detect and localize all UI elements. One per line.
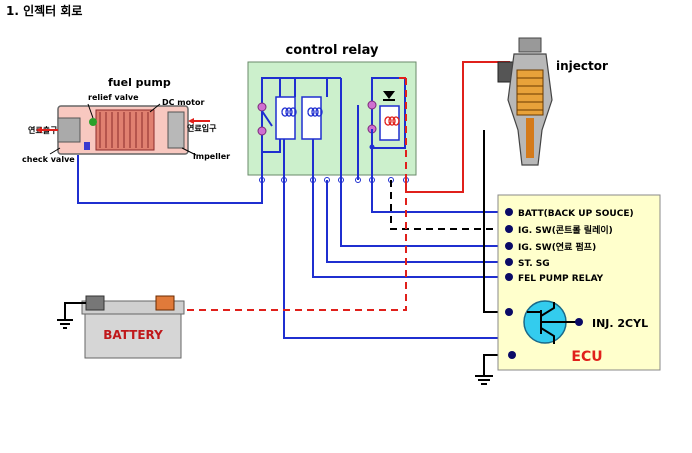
coil-1-winding xyxy=(281,107,297,117)
coil-3-winding xyxy=(384,116,400,126)
coil-2-winding xyxy=(307,107,323,117)
check-valve-icon xyxy=(84,142,90,150)
battery-negative-terminal xyxy=(85,295,105,311)
ground-icon xyxy=(57,319,73,329)
control-relay: control relay xyxy=(247,43,417,183)
check-valve-label: check valve xyxy=(22,155,75,164)
dc-motor-label: DC motor xyxy=(162,98,204,107)
wire-ig-sw-fuel xyxy=(340,180,508,247)
relay-coil-1 xyxy=(275,96,296,140)
fuel-pump: fuel pump relief valve DC motor 연료출구 연료입… xyxy=(22,76,230,164)
relay-coil-2 xyxy=(301,96,322,140)
relief-valve-icon xyxy=(89,118,97,126)
battery-body xyxy=(84,313,182,359)
terminal-dot xyxy=(505,208,513,216)
wire-batt xyxy=(371,180,508,213)
relay-switch-blade xyxy=(261,110,273,127)
wire-battery-positive xyxy=(172,77,407,311)
injector: injector xyxy=(497,37,608,166)
fuel-inlet-label: 연료입구 xyxy=(187,123,217,133)
relief-valve-label: relief valve xyxy=(88,93,139,102)
terminal-dot xyxy=(505,273,513,281)
wire-relay-battery xyxy=(283,180,504,355)
terminal-dot xyxy=(505,308,513,316)
injector-title: injector xyxy=(556,59,608,73)
page-title: 1. 인젝터 회로 xyxy=(6,3,82,18)
ecu-output-label: INJ. 2CYL xyxy=(592,317,648,330)
control-relay-title: control relay xyxy=(286,43,379,58)
outlet-arrow-head xyxy=(36,127,42,133)
ecu-terminal-label: IG. SW(콘트롤 릴레이) xyxy=(518,224,613,236)
ecu: ECU BATT(BACK UP SOUCE) IG. SW(콘트롤 릴레이) … xyxy=(497,194,661,371)
ecu-terminal-label: FEL PUMP RELAY xyxy=(518,274,604,284)
injector-top xyxy=(518,37,542,53)
terminal-dot xyxy=(505,258,513,266)
terminal-dot xyxy=(505,225,513,233)
battery: BATTERY xyxy=(57,295,185,359)
impeller-icon xyxy=(167,111,185,149)
wire-relay-injector xyxy=(405,61,510,193)
terminal-dot xyxy=(505,242,513,250)
relay-contact xyxy=(257,102,267,112)
terminal-dot xyxy=(508,351,516,359)
pump-outlet-block xyxy=(57,117,81,143)
ecu-terminal-label: ST. SG xyxy=(518,259,550,269)
ecu-title: ECU xyxy=(571,349,602,365)
wire-relay-fuel-pump xyxy=(77,152,263,204)
diode-icon xyxy=(383,91,395,99)
dc-motor-icon xyxy=(95,109,155,151)
battery-positive-terminal xyxy=(155,295,175,311)
battery-label: BATTERY xyxy=(103,328,163,342)
ecu-terminals: BATT(BACK UP SOUCE) IG. SW(콘트롤 릴레이) IG. … xyxy=(505,208,634,359)
relay-right-frame xyxy=(371,77,406,149)
relay-contact xyxy=(367,100,377,110)
ecu-box xyxy=(497,194,661,371)
ecu-terminal-label: IG. SW(연료 펌프) xyxy=(518,241,596,253)
motor-windings xyxy=(99,112,149,148)
ecu-terminal-label: BATT(BACK UP SOUCE) xyxy=(518,209,634,219)
relay-terminals xyxy=(259,177,409,183)
inlet-arrow-head xyxy=(188,118,194,124)
ground-icon xyxy=(475,375,493,385)
wire-st-sg xyxy=(326,180,508,263)
injector-needle xyxy=(526,118,534,158)
fuel-pump-title: fuel pump xyxy=(108,76,171,89)
impeller-label: impeller xyxy=(193,152,230,161)
injector-coil xyxy=(516,69,544,116)
wire-fuel-pump-relay xyxy=(312,180,508,278)
terminal-dot xyxy=(575,318,583,326)
battery-ground-wire xyxy=(64,302,86,320)
relay-contact xyxy=(257,126,267,136)
wire-ig-sw-control xyxy=(390,180,508,230)
